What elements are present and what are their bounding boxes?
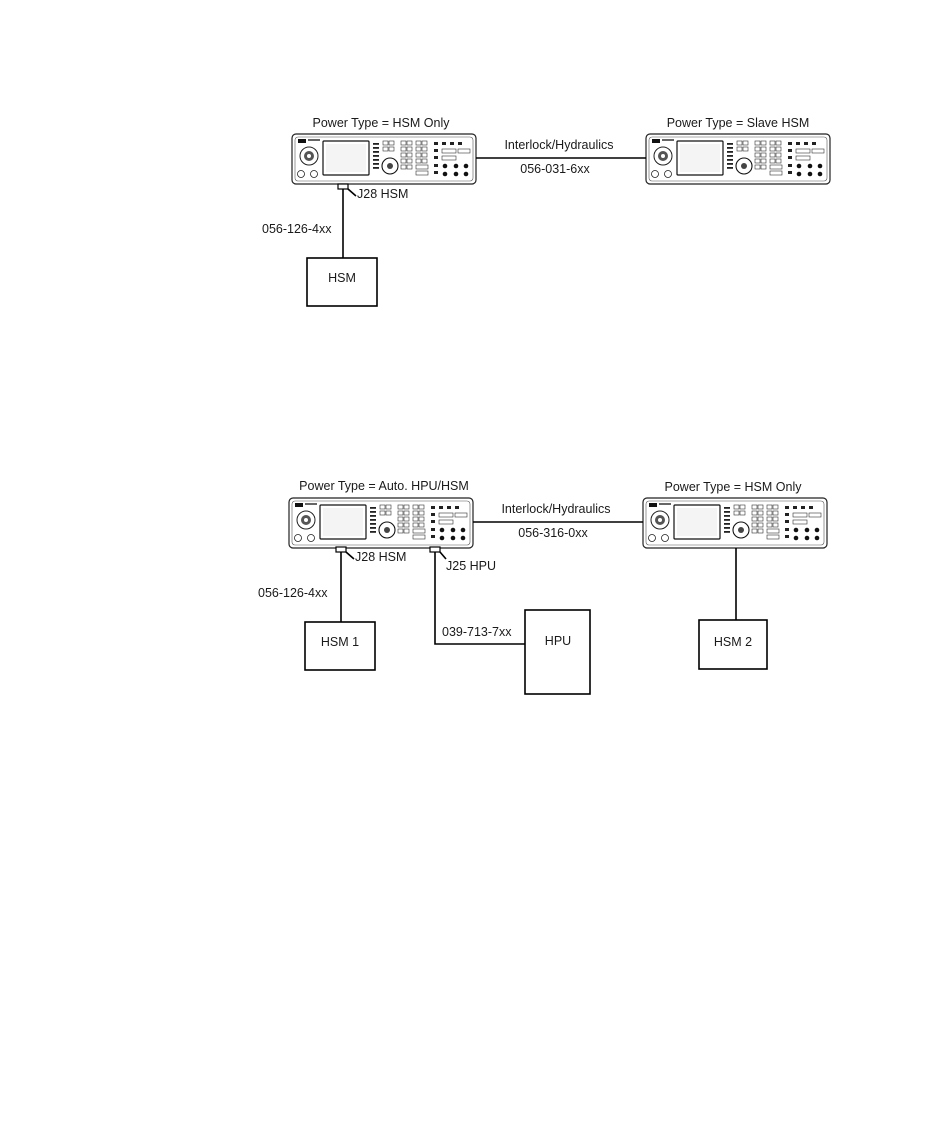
hsm1-box-label: HSM 1 — [321, 635, 359, 649]
interlock-cable-part-number: 056-031-6xx — [520, 162, 590, 176]
controller-1-front-panel — [289, 498, 473, 548]
hpu-cable-part-number: 039-713-7xx — [442, 625, 512, 639]
j25-connector — [430, 547, 440, 552]
controller-2-power-type-label: Power Type = HSM Only — [665, 480, 803, 494]
j28-connector-label: J28 HSM — [355, 550, 406, 564]
j25-leader-line — [440, 552, 446, 559]
interlock-cable-part-number: 056-316-0xx — [518, 526, 588, 540]
controller-2-front-panel — [643, 498, 827, 548]
diagram-1: Power Type = HSM Only Power Type = Slave… — [262, 116, 830, 306]
j28-connector — [338, 184, 348, 189]
hsm-box-label: HSM — [328, 271, 356, 285]
j28-connector-label: J28 HSM — [357, 187, 408, 201]
hsm1-cable-part-number: 056-126-4xx — [258, 586, 328, 600]
interlock-cable-label: Interlock/Hydraulics — [501, 502, 610, 516]
hpu-box-label: HPU — [545, 634, 571, 648]
j28-leader-line — [346, 552, 354, 559]
interlock-cable-label: Interlock/Hydraulics — [504, 138, 613, 152]
hpu-box — [525, 610, 590, 694]
hsm-cable-part-number: 056-126-4xx — [262, 222, 332, 236]
hsm2-box-label: HSM 2 — [714, 635, 752, 649]
j25-connector-label: J25 HPU — [446, 559, 496, 573]
diagram-2: Power Type = Auto. HPU/HSM Power Type = … — [258, 479, 827, 694]
j28-leader-line — [348, 189, 356, 196]
j28-connector — [336, 547, 346, 552]
controller-1-front-panel — [292, 134, 476, 184]
controller-2-front-panel — [646, 134, 830, 184]
controller-1-power-type-label: Power Type = HSM Only — [313, 116, 451, 130]
controller-1-power-type-label: Power Type = Auto. HPU/HSM — [299, 479, 469, 493]
controller-2-power-type-label: Power Type = Slave HSM — [667, 116, 810, 130]
